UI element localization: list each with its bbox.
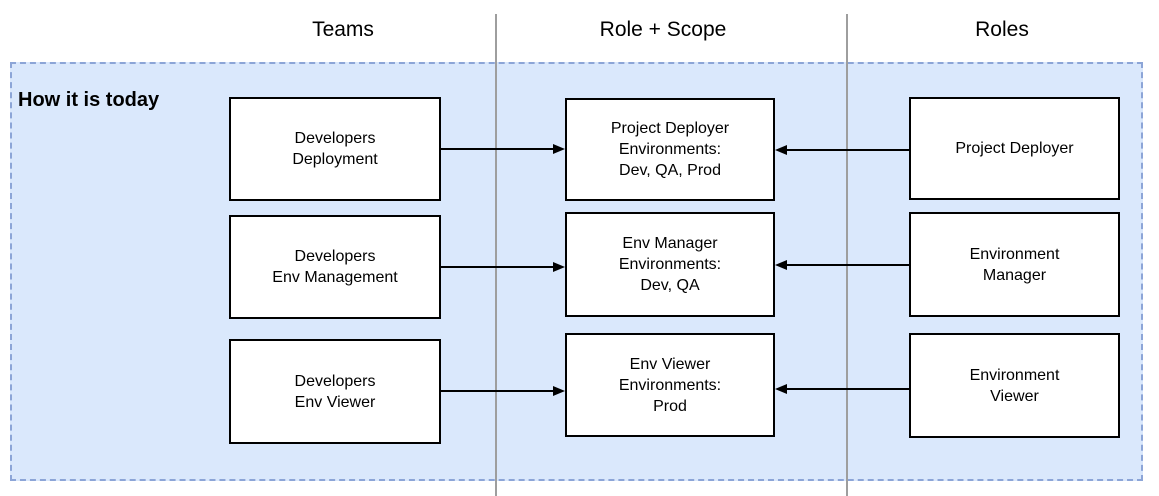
role-box-project-deployer: Project Deployer [909,97,1120,200]
role-scope-box-env-manager: Env Manager Environments: Dev, QA [565,212,775,317]
role-scope-box-env-viewer: Env Viewer Environments: Prod [565,333,775,437]
lane-divider-teams-scope [495,14,497,496]
lane-divider-scope-roles [846,14,848,496]
team-box-deployment: Developers Deployment [229,97,441,201]
group-label: How it is today [18,89,160,111]
column-header-roles: Roles [975,18,1029,41]
role-box-environment-manager: Environment Manager [909,212,1120,317]
role-box-environment-viewer: Environment Viewer [909,333,1120,438]
column-header-role-scope: Role + Scope [599,18,727,41]
team-box-env-management: Developers Env Management [229,215,441,319]
role-scope-box-project-deployer: Project Deployer Environments: Dev, QA, … [565,98,775,201]
team-box-env-viewer: Developers Env Viewer [229,339,441,444]
column-header-teams: Teams [312,18,374,41]
